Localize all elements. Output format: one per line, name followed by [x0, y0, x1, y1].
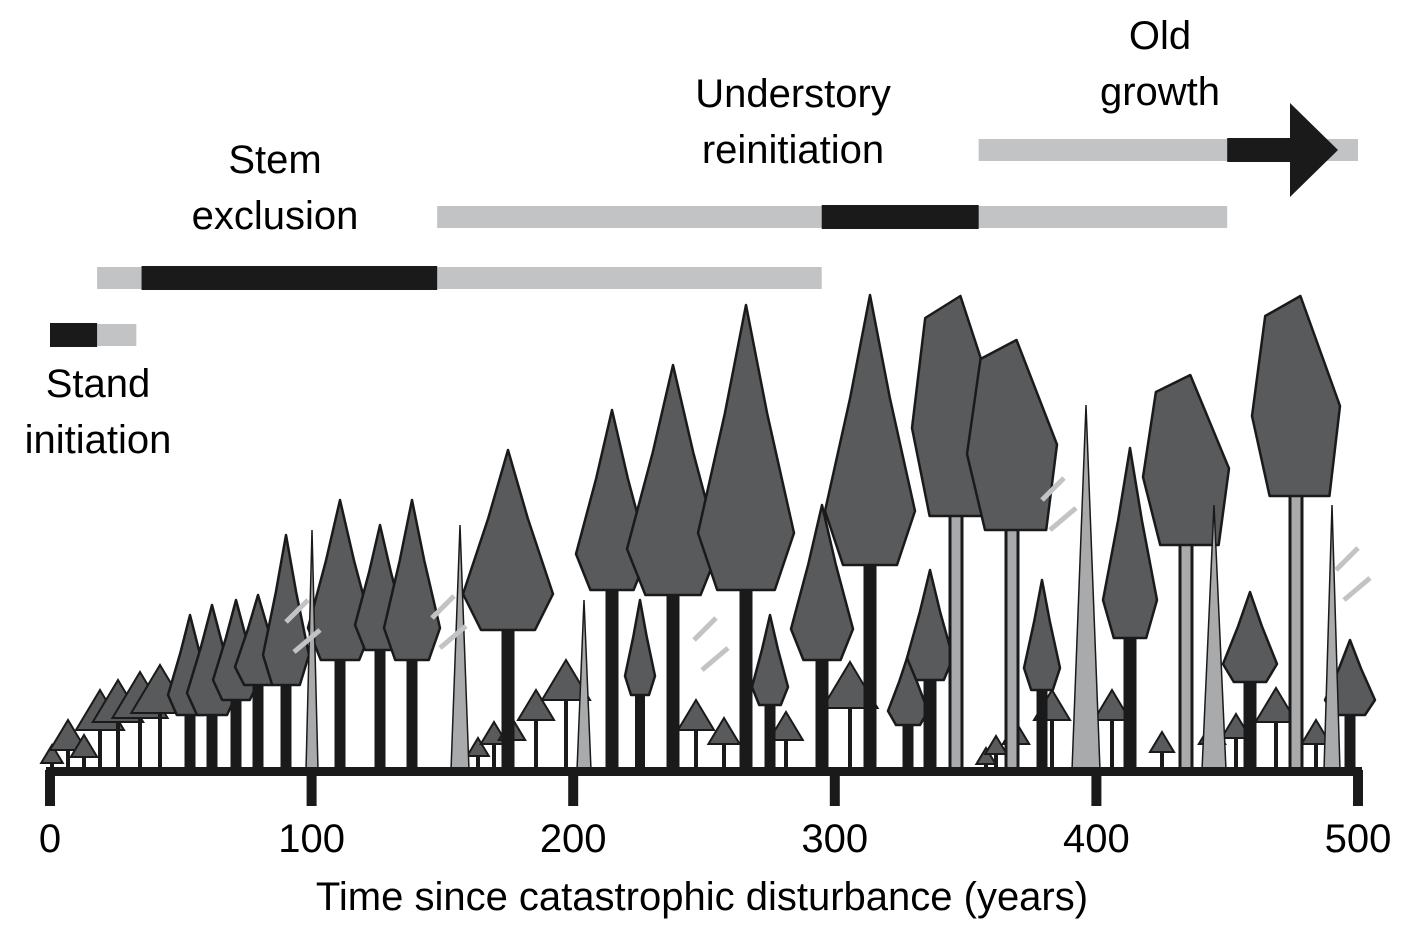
dead-branch: [692, 616, 718, 642]
seedling-stem: [476, 756, 480, 770]
forest-illustration: [39, 293, 1377, 772]
tree-trunk: [948, 504, 964, 772]
snag: [450, 524, 470, 771]
seedling-crown: [706, 716, 742, 745]
old-growth-arrow-icon: [1290, 103, 1338, 197]
seedling-crown: [1148, 730, 1176, 753]
stage-core-old-growth: [1227, 138, 1300, 162]
stage-bars: [50, 103, 1358, 347]
stage-label-old-growth: Old growth: [1099, 14, 1221, 114]
seedling-stem: [694, 730, 698, 770]
x-tick: [568, 770, 579, 806]
x-tick-label: 500: [1325, 817, 1392, 861]
seedling-stem: [1160, 752, 1164, 770]
dead-branch: [1048, 506, 1078, 532]
seedling-stem: [82, 757, 86, 770]
x-tick-label: 300: [801, 817, 868, 861]
tree-crown: [382, 498, 442, 662]
ground-line: [46, 767, 1362, 776]
tree-crown: [1221, 590, 1279, 684]
x-tick-label: 400: [1063, 817, 1130, 861]
tree-crown: [886, 653, 930, 727]
tree-crown: [1022, 578, 1062, 692]
seedling-stem: [98, 730, 102, 770]
seedling-stem: [1274, 722, 1278, 770]
seedling-stem: [158, 713, 162, 770]
seedling-stem: [1110, 720, 1114, 770]
time-axis: 0 100 200 300 400 500: [39, 767, 1392, 861]
seedling-stem: [66, 750, 70, 770]
x-tick-label: 0: [39, 817, 61, 861]
seedling-stem: [492, 744, 496, 770]
x-tick-label: 200: [540, 817, 607, 861]
tree-trunk: [1288, 484, 1304, 772]
tree-crown: [461, 448, 555, 632]
x-tick: [45, 770, 55, 806]
tree-crown: [625, 363, 721, 597]
seedling-crown: [540, 658, 592, 701]
tree-crown: [261, 533, 311, 687]
seedling-crown: [1219, 712, 1253, 739]
tree-crown: [965, 338, 1059, 532]
seedling-crown: [1299, 718, 1333, 745]
x-axis-title: Time since catastrophic disturbance (yea…: [315, 875, 1089, 919]
x-tick-label: 100: [278, 817, 345, 861]
x-tick: [1091, 770, 1102, 806]
seedling-crown: [516, 688, 556, 721]
tree-crown: [750, 613, 790, 707]
stage-label-understory-reinitiation: Understory reinitiation: [695, 72, 891, 172]
tree-crown: [789, 503, 855, 662]
tree-crown: [1141, 373, 1231, 547]
dead-branch: [430, 594, 456, 620]
x-tick: [306, 770, 317, 806]
seedling-crown: [1253, 686, 1299, 723]
seedling-stem: [848, 708, 852, 770]
tree-trunk: [1004, 518, 1020, 772]
seedling-stem: [534, 720, 538, 770]
seedling-stem: [1314, 744, 1318, 770]
seedling-stem: [116, 722, 120, 770]
seedling-crown: [69, 733, 99, 758]
seedling-crown: [767, 710, 805, 741]
dead-branch: [1334, 546, 1360, 572]
seedling-stem: [138, 718, 142, 770]
snag: [1071, 404, 1101, 771]
dead-branch: [438, 624, 468, 650]
seedling-crown: [1092, 688, 1132, 721]
dead-branch: [292, 628, 322, 654]
seedling-stem: [722, 744, 726, 770]
tree-trunk: [1178, 533, 1194, 772]
dead-branch: [1342, 576, 1372, 602]
tree-crown: [1101, 446, 1159, 640]
seedling-crown: [48, 718, 88, 751]
tree-crown: [623, 598, 657, 697]
x-tick: [829, 770, 840, 806]
tree-crown: [1250, 294, 1342, 498]
stage-core-understory-reinitiation: [821, 205, 979, 229]
dead-branch: [284, 598, 310, 624]
stage-core-stand-initiation: [50, 323, 98, 347]
stage-label-stem-exclusion: Stem exclusion: [191, 138, 359, 238]
seedling-crown: [465, 736, 491, 757]
dead-branch: [700, 646, 730, 672]
seedling-stem: [1234, 738, 1238, 770]
seedling-stem: [564, 700, 568, 770]
snag: [1323, 504, 1341, 771]
tree-crown: [905, 568, 955, 682]
dead-branch: [1040, 476, 1066, 502]
seedling-stem: [994, 754, 998, 770]
seedling-crown: [39, 743, 65, 764]
seedling-stem: [784, 740, 788, 770]
tree-crown: [823, 293, 917, 567]
seedling-stem: [1050, 720, 1054, 770]
x-tick: [1353, 770, 1363, 806]
tree-crown: [696, 303, 796, 592]
seedling-crown: [676, 698, 716, 731]
stage-label-stand-initiation: Stand initiation: [24, 362, 172, 462]
seedling-stem: [50, 763, 54, 770]
stage-core-stem-exclusion: [141, 266, 438, 290]
seedling-crown: [974, 746, 998, 765]
